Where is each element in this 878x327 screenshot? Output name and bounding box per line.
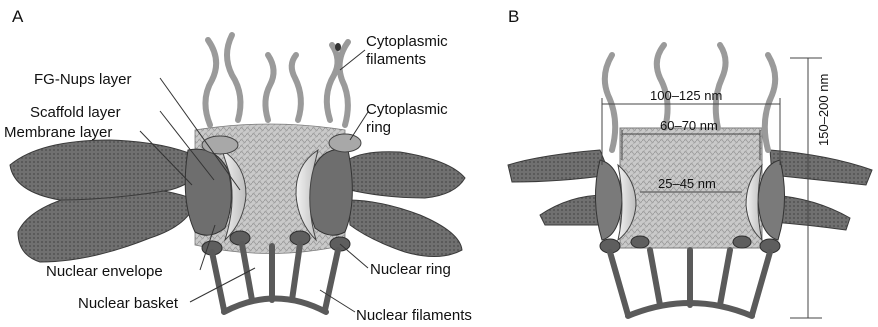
label-nuclear-envelope: Nuclear envelope	[46, 263, 163, 280]
label-cytoplasmic-ring-2: ring	[366, 119, 391, 136]
nuclear-envelope-left-upper	[10, 140, 205, 200]
nuclear-envelope-right-lower	[348, 200, 462, 257]
panel-b-label: B	[508, 7, 519, 26]
cytoplasmic-ring-right	[329, 134, 361, 152]
filament-tip	[335, 43, 341, 51]
label-cytoplasmic-ring-1: Cytoplasmic	[366, 101, 448, 118]
dimension-ring-width: 60–70 nm	[660, 118, 718, 133]
scaffold-b-left	[595, 160, 622, 240]
label-scaffold-layer: Scaffold layer	[30, 104, 121, 121]
nuclear-envelope-right-upper	[345, 152, 465, 198]
label-nuclear-filaments: Nuclear filaments	[356, 307, 472, 324]
nuclear-envelope-b-left-upper	[508, 150, 610, 182]
cytoplasmic-filaments-a	[205, 35, 348, 125]
dimension-channel-width: 25–45 nm	[658, 176, 716, 191]
label-nuclear-basket: Nuclear basket	[78, 295, 179, 312]
nuclear-basket-b	[610, 250, 770, 316]
panel-a-label: A	[12, 7, 24, 26]
label-cytoplasmic-filaments-1: Cytoplasmic	[366, 33, 448, 50]
label-cytoplasmic-filaments-2: filaments	[366, 51, 426, 68]
nuclear-envelope-b-right-upper	[770, 150, 872, 185]
dimension-outer-width: 100–125 nm	[650, 88, 722, 103]
nuclear-basket-a	[212, 244, 338, 312]
dimension-height: 150–200 nm	[816, 74, 831, 146]
label-membrane-layer: Membrane layer	[4, 124, 112, 141]
label-fg-nups-layer: FG-Nups layer	[34, 71, 132, 88]
label-nuclear-ring: Nuclear ring	[370, 261, 451, 278]
nuclear-envelope-left-lower	[18, 188, 196, 262]
